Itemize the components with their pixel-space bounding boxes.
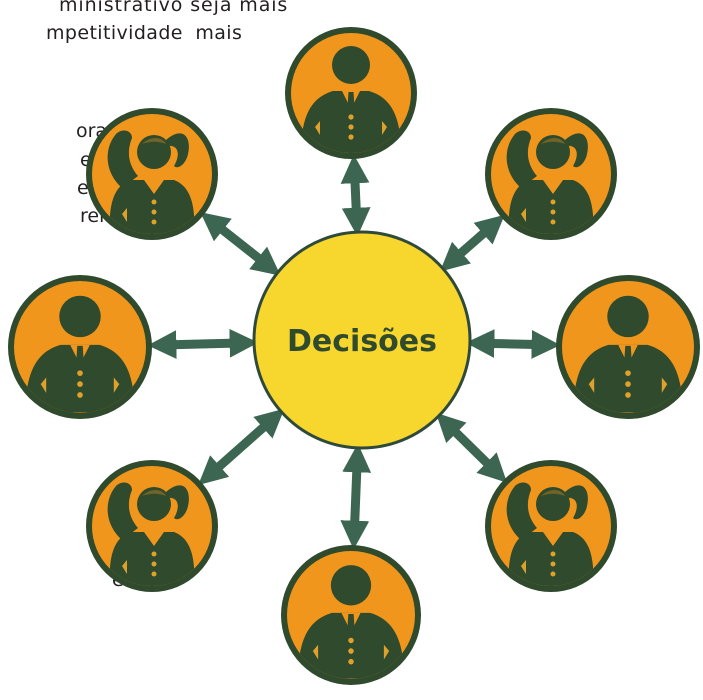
center-label: Decisões bbox=[287, 324, 437, 359]
arrow-bottom-left bbox=[198, 408, 285, 486]
person-top-right bbox=[485, 108, 617, 240]
person-bottom-left bbox=[86, 460, 218, 592]
center-circle bbox=[252, 230, 472, 450]
man-icon bbox=[25, 295, 135, 413]
person-right bbox=[556, 275, 700, 419]
arrow-left bbox=[147, 328, 259, 360]
arrow-bottom bbox=[340, 443, 372, 550]
arrows-layer bbox=[147, 154, 561, 550]
text-fragment-1: ministrativo seja mais bbox=[59, 0, 289, 16]
person-bottom bbox=[281, 545, 421, 685]
woman-icon bbox=[107, 130, 195, 234]
person-top bbox=[285, 27, 417, 159]
arrow-bottom-right bbox=[435, 412, 508, 483]
people-layer bbox=[8, 27, 700, 685]
person-left bbox=[8, 275, 152, 419]
arrow-top bbox=[340, 154, 371, 237]
man-icon bbox=[301, 46, 401, 153]
arrow-top-left bbox=[200, 212, 281, 276]
woman-icon bbox=[107, 482, 195, 586]
man-icon bbox=[297, 565, 405, 679]
person-bottom-right bbox=[485, 460, 617, 592]
man-icon bbox=[573, 295, 683, 413]
woman-icon bbox=[506, 482, 594, 586]
arrow-top-right bbox=[439, 214, 505, 272]
arrow-right bbox=[465, 329, 561, 359]
woman-icon bbox=[506, 130, 594, 234]
decision-hub: Decisões bbox=[252, 230, 472, 450]
person-top-left bbox=[86, 108, 218, 240]
text-fragment-2: mpetitividade mais bbox=[46, 22, 243, 44]
